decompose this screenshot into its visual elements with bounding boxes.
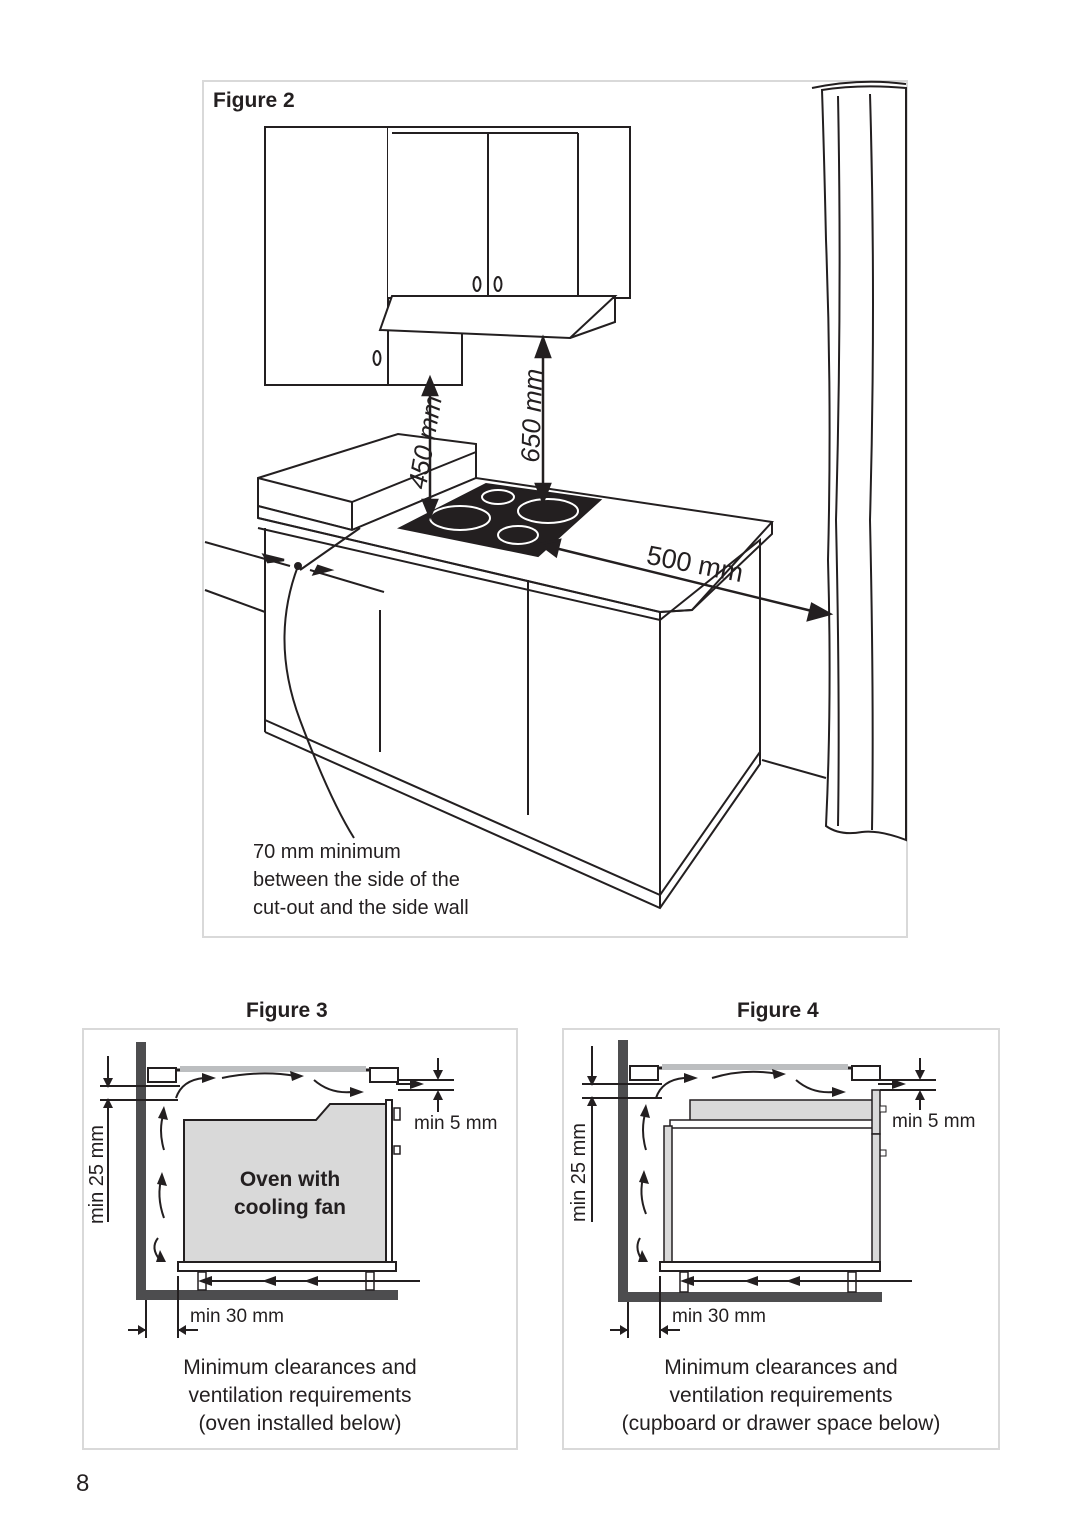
caption-line: (oven installed below) (198, 1412, 402, 1435)
caption-line: Minimum clearances and (183, 1356, 417, 1379)
oven-label: Oven with cooling fan (210, 1166, 370, 1222)
figure-3-min-30mm: min 30 mm (190, 1306, 284, 1327)
figure-3-title: Figure 3 (246, 999, 328, 1022)
caption-line: ventilation requirements (188, 1384, 412, 1407)
figure-4-caption: Minimum clearances and ventilation requi… (564, 1354, 998, 1438)
figure-3-caption: Minimum clearances and ventilation requi… (84, 1354, 516, 1438)
curtain (820, 85, 907, 842)
note-line: 70 mm minimum (253, 841, 401, 863)
note-line: cut-out and the side wall (253, 897, 469, 919)
caption-line: (cupboard or drawer space below) (621, 1412, 941, 1435)
figure-2-title: Figure 2 (213, 89, 295, 112)
caption-line: Minimum clearances and (664, 1356, 898, 1379)
caption-line: ventilation requirements (669, 1384, 893, 1407)
hob (396, 482, 603, 558)
page-number: 8 (76, 1470, 90, 1497)
clearance-note: 70 mm minimum between the side of the cu… (253, 838, 469, 922)
figure-4-min-5mm: min 5 mm (892, 1111, 976, 1132)
figure-4-min-30mm: min 30 mm (672, 1306, 766, 1327)
figure-4-title: Figure 4 (737, 999, 819, 1022)
note-line: between the side of the (253, 869, 460, 891)
figure-3-min-5mm: min 5 mm (414, 1113, 498, 1134)
base-cabinet (264, 528, 661, 897)
figure-4-min-25mm: min 25 mm (568, 1123, 590, 1222)
oven-label-line: Oven with (239, 1168, 341, 1191)
oven-label-line: cooling fan (234, 1196, 346, 1219)
